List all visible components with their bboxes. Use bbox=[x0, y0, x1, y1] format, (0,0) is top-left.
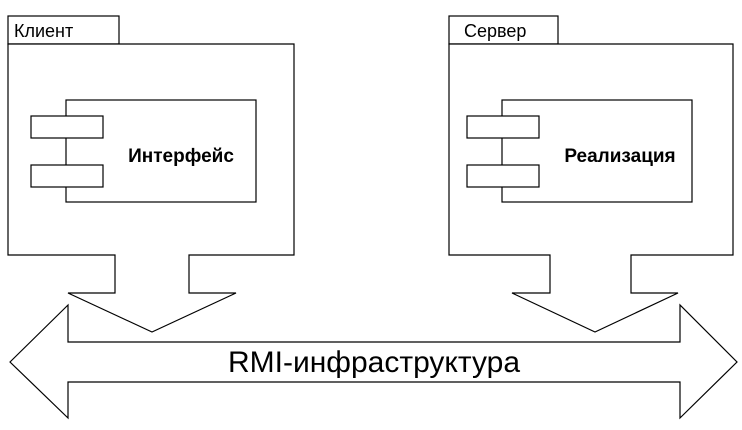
client-component-port-bottom bbox=[30, 164, 104, 188]
server-package-label: Сервер bbox=[464, 21, 526, 41]
server-component-port-top bbox=[466, 115, 540, 139]
client-package-label: Клиент bbox=[14, 21, 73, 41]
client-component-port-top bbox=[30, 115, 104, 139]
server-package: Сервер Реализация bbox=[448, 15, 734, 333]
rmi-infrastructure-arrow: RMI-инфраструктура bbox=[9, 303, 738, 420]
rmi-infrastructure-arrow-shape bbox=[9, 303, 738, 420]
client-package: Клиент Интерфейс bbox=[7, 15, 295, 333]
server-component: Реализация bbox=[466, 99, 693, 203]
server-component-port-bottom bbox=[466, 164, 540, 188]
rmi-infrastructure-label: RMI-инфраструктура bbox=[228, 346, 520, 379]
client-component-label: Интерфейс bbox=[128, 146, 234, 167]
server-component-label: Реализация bbox=[564, 146, 675, 167]
client-component: Интерфейс bbox=[30, 99, 257, 203]
server-package-tab bbox=[448, 15, 559, 45]
